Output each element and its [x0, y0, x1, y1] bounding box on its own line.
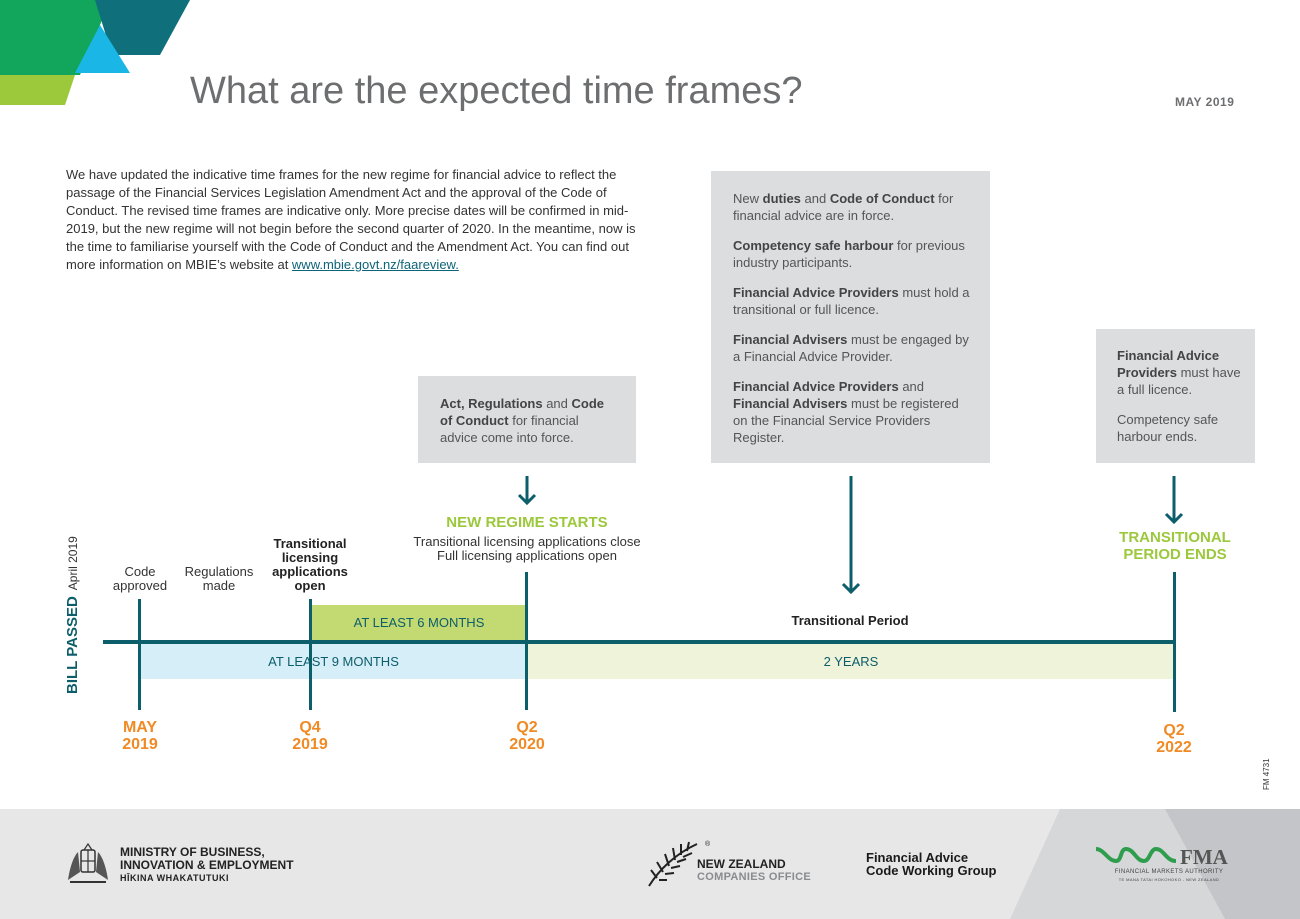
fma-logo-text: FMA [1180, 845, 1228, 869]
new-regime-sub: Transitional licensing applications clos… [413, 534, 641, 563]
transitional-period-label: Transitional Period [791, 613, 909, 628]
arrow-down-icon [841, 476, 861, 595]
fm-code: FM 4731 [1262, 758, 1271, 790]
registered-mark-icon: ® [705, 841, 711, 848]
band-at-least-6-months: AT LEAST 6 MONTHS [312, 605, 526, 640]
new-duties-box: New duties and Code of Conduct for finan… [711, 171, 990, 463]
fma-background-shape [1010, 809, 1300, 919]
act-in-force-box: Act, Regulations and Code of Conduct for… [418, 376, 636, 463]
arrow-down-icon [1164, 476, 1184, 525]
corner-decoration [0, 0, 190, 105]
mbie-link[interactable]: www.mbie.govt.nz/faareview. [291, 257, 459, 272]
tick-q2-2022 [1173, 572, 1176, 712]
nz-coat-of-arms-icon [68, 842, 108, 883]
footer [0, 809, 1300, 919]
code-working-group-logo-text: Financial Advice Code Working Group [866, 850, 997, 878]
companies-office-logo-text: NEW ZEALAND COMPANIES OFFICE [697, 857, 811, 884]
tick-q4-2019 [309, 599, 312, 710]
fma-waves-icon [1095, 846, 1177, 864]
intro-paragraph: We have updated the indicative time fram… [66, 166, 641, 274]
new-regime-starts-heading: NEW REGIME STARTS [446, 514, 608, 531]
intro-text: We have updated the indicative time fram… [66, 167, 636, 272]
band-at-least-9-months: AT LEAST 9 MONTHS [141, 644, 526, 679]
tick-may-2019 [138, 599, 141, 710]
ministry-logo-text: MINISTRY OF BUSINESS, INNOVATION & EMPLO… [120, 845, 294, 884]
page-title: What are the expected time frames? [190, 70, 803, 112]
arrow-down-icon [517, 476, 537, 506]
bill-passed-label: BILL PASSEDApril 2019 [64, 536, 81, 694]
full-licence-box: Financial Advice Providers must have a f… [1096, 329, 1255, 463]
band-2-years: 2 YEARS [528, 644, 1174, 679]
tick-q2-2020 [525, 572, 528, 710]
timeline-axis [103, 640, 1176, 644]
silver-fern-icon [648, 841, 698, 887]
publication-date: MAY 2019 [1175, 95, 1235, 109]
fma-tagline: FINANCIAL MARKETS AUTHORITY TE MANA TATA… [1114, 869, 1224, 882]
